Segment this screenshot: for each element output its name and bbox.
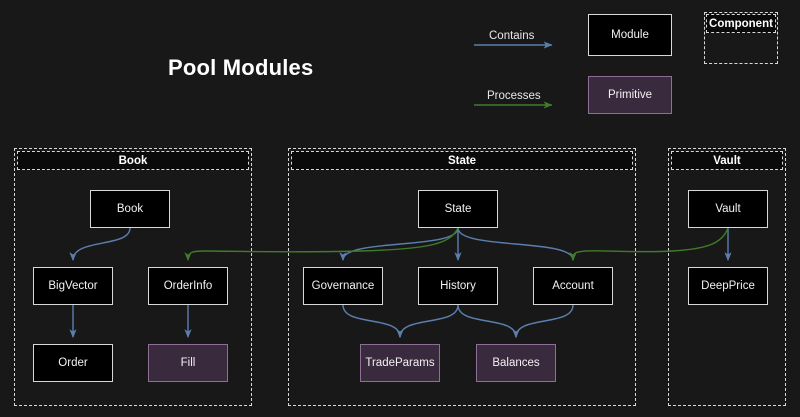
page-title: Pool Modules [168, 55, 314, 80]
node-book-label: Book [116, 202, 144, 215]
node-deepprice[interactable]: DeepPrice [688, 267, 768, 305]
node-account-label: Account [552, 279, 594, 292]
legend-component-box [704, 12, 778, 64]
node-book[interactable]: Book [90, 190, 170, 228]
legend-processes-label: Processes [487, 90, 541, 102]
node-bigvector[interactable]: BigVector [33, 267, 113, 305]
group-state-header: State [291, 151, 633, 170]
node-fill[interactable]: Fill [148, 344, 228, 382]
group-state [288, 148, 636, 406]
group-vault-label: Vault [713, 154, 741, 167]
node-balances[interactable]: Balances [476, 344, 556, 382]
node-tradeparams[interactable]: TradeParams [360, 344, 440, 382]
legend-primitive-label: Primitive [607, 88, 653, 101]
node-vault[interactable]: Vault [688, 190, 768, 228]
node-tradeparams-label: TradeParams [365, 356, 435, 369]
node-orderinfo[interactable]: OrderInfo [148, 267, 228, 305]
group-vault-header: Vault [671, 151, 783, 170]
node-vault-label: Vault [715, 202, 741, 215]
node-bigvector-label: BigVector [48, 279, 98, 292]
node-fill-label: Fill [180, 356, 196, 369]
node-order-label: Order [58, 356, 88, 369]
group-state-label: State [447, 154, 477, 167]
group-book-header: Book [17, 151, 249, 170]
group-book-label: Book [118, 154, 148, 167]
node-deepprice-label: DeepPrice [701, 279, 755, 292]
legend-component-label: Component [709, 17, 773, 30]
legend-primitive-box: Primitive [588, 76, 672, 114]
node-order[interactable]: Order [33, 344, 113, 382]
group-vault [668, 148, 786, 406]
node-history[interactable]: History [418, 267, 498, 305]
node-balances-label: Balances [492, 356, 540, 369]
node-orderinfo-label: OrderInfo [163, 279, 213, 292]
legend-component-header: Component [706, 14, 776, 33]
legend-module-label: Module [611, 28, 649, 41]
node-state[interactable]: State [418, 190, 498, 228]
legend-contains-label: Contains [489, 30, 535, 42]
group-book [14, 148, 252, 406]
legend-module-box: Module [588, 14, 672, 56]
node-governance[interactable]: Governance [303, 267, 383, 305]
node-state-label: State [444, 202, 472, 215]
node-history-label: History [440, 279, 476, 292]
node-governance-label: Governance [311, 279, 375, 292]
node-account[interactable]: Account [533, 267, 613, 305]
